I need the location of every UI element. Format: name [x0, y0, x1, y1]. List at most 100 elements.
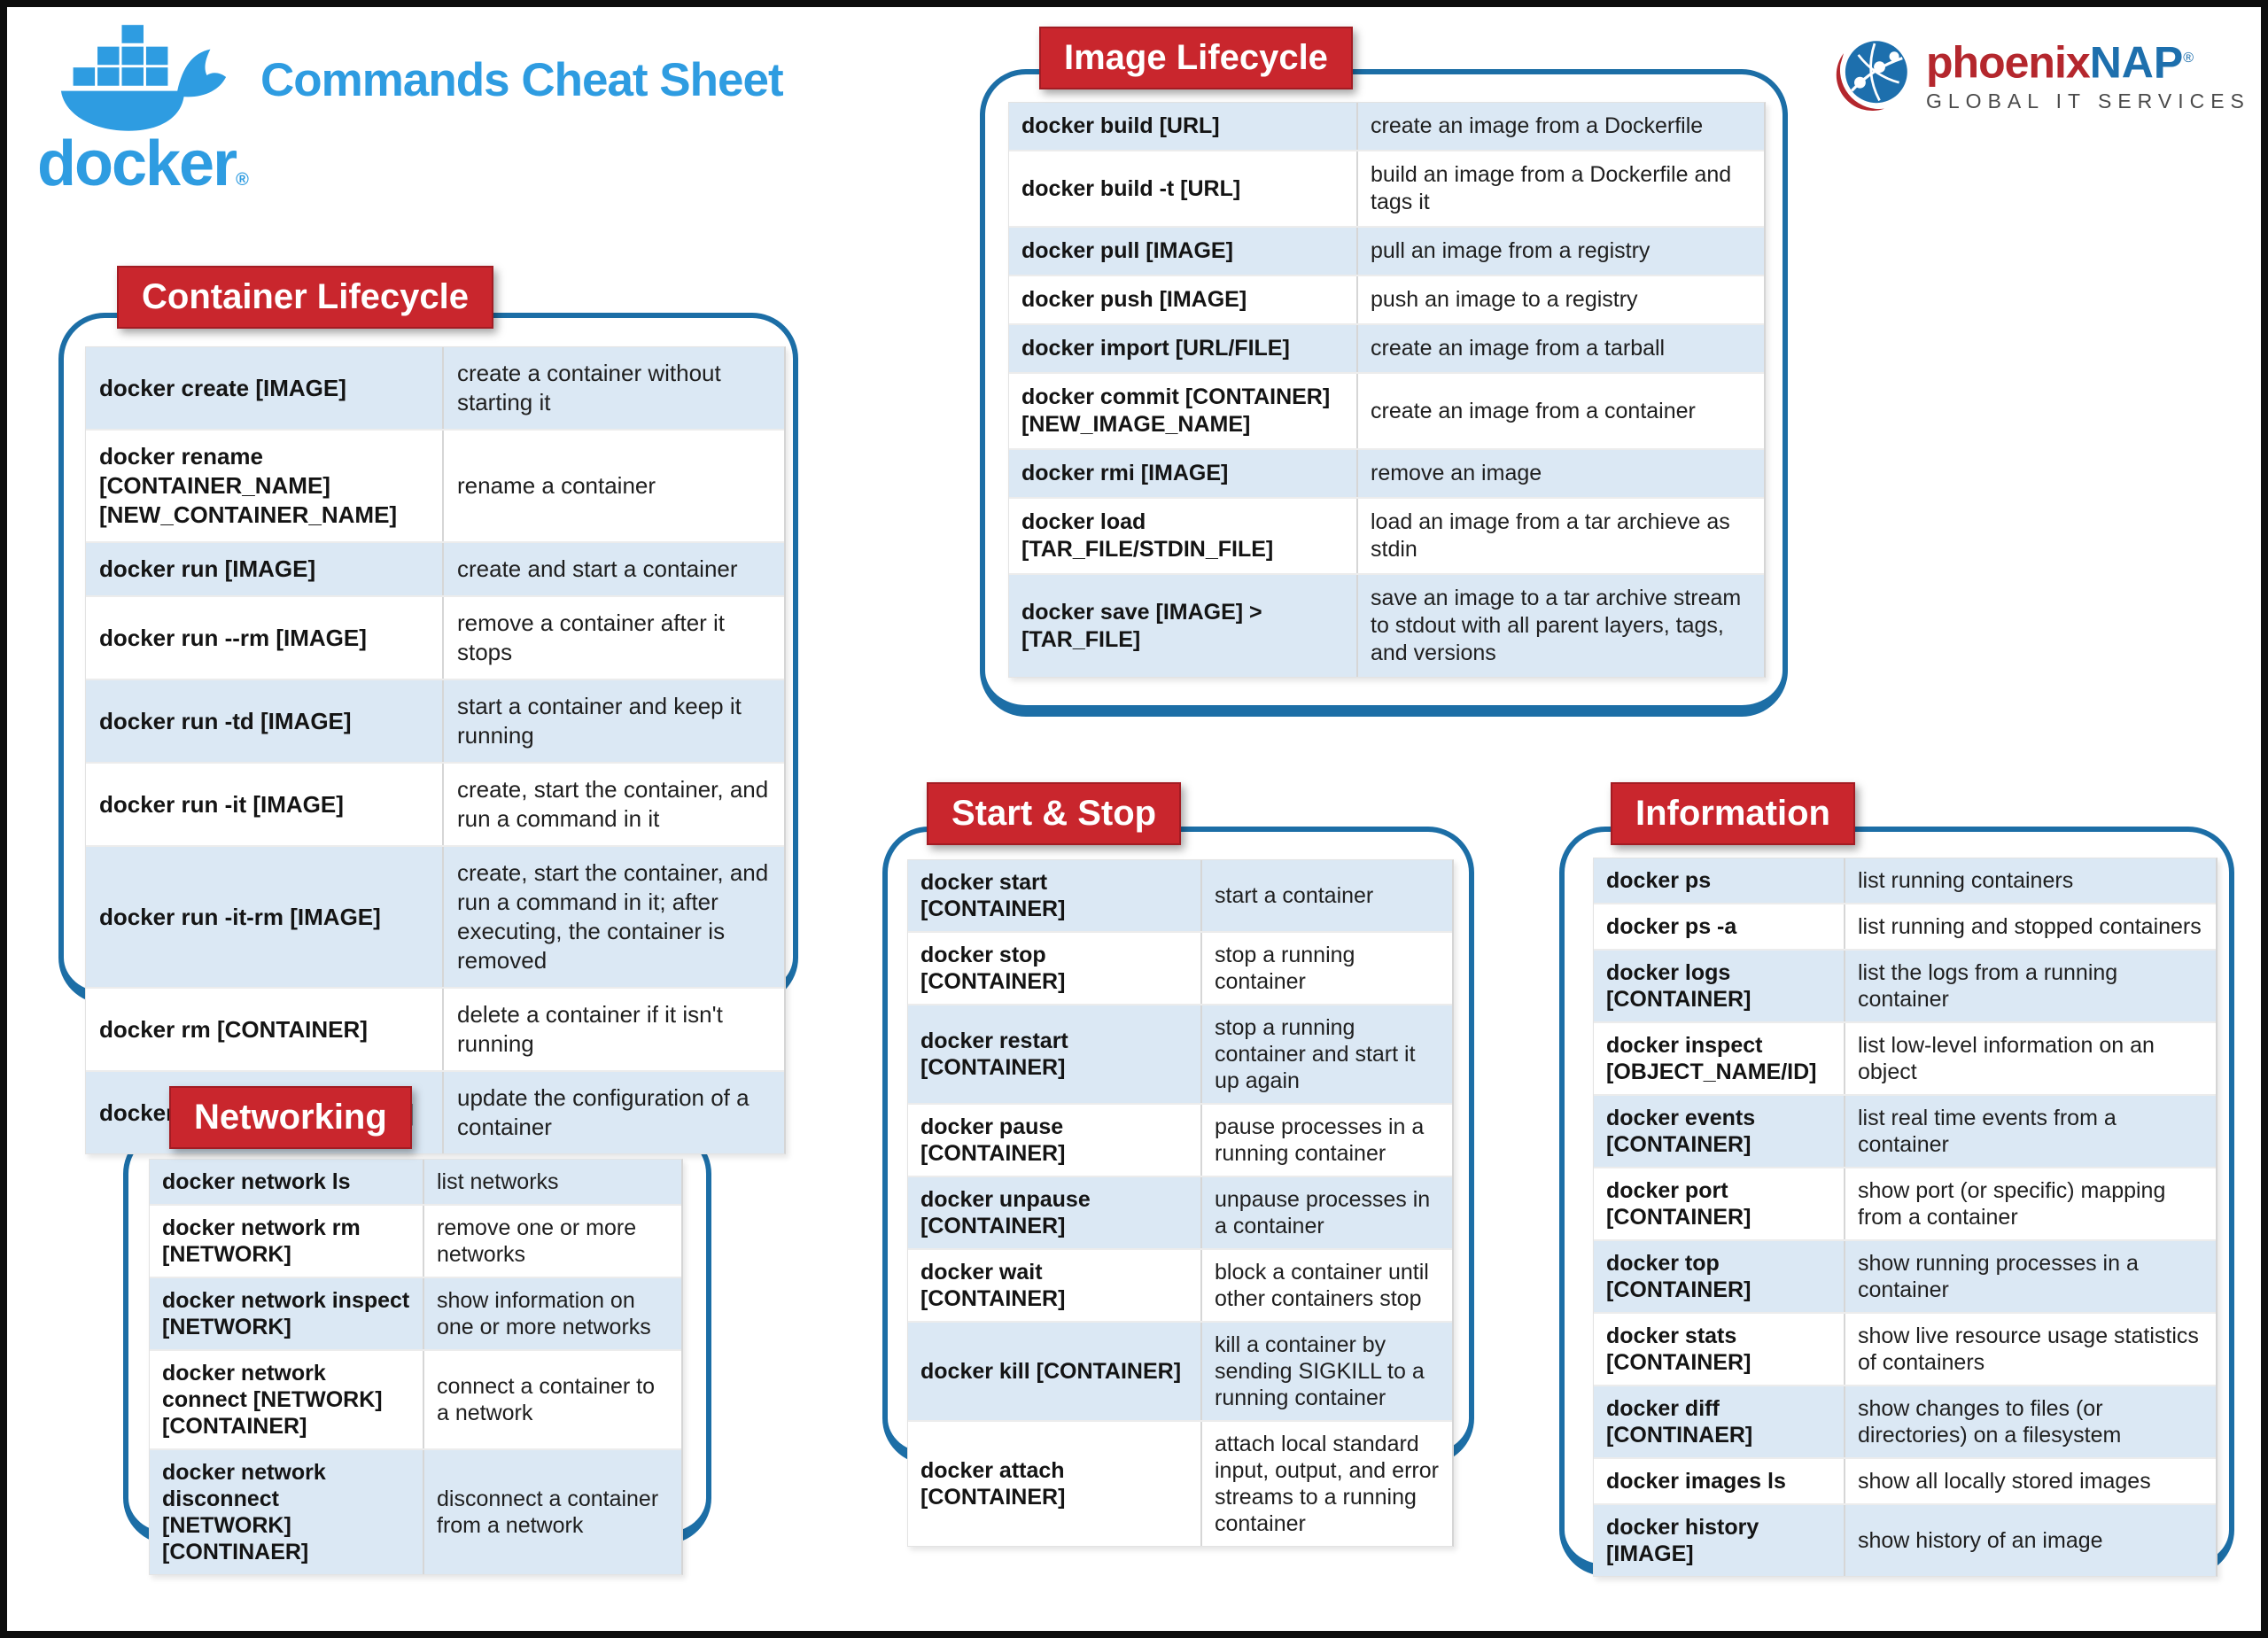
- description-cell: list the logs from a running container: [1844, 951, 2216, 1021]
- phoenixnap-logo: phoenixNAP® GLOBAL IT SERVICES: [1834, 30, 2250, 136]
- command-cell: docker logs [CONTAINER]: [1606, 960, 1751, 1012]
- description-cell: create and start a container: [442, 543, 784, 595]
- command-cell: docker rm [CONTAINER]: [99, 1015, 368, 1043]
- registered-mark: ®: [2183, 50, 2194, 66]
- command-cell: docker push [IMAGE]: [1021, 287, 1247, 312]
- section-badge-container-lifecycle: Container Lifecycle: [117, 266, 494, 329]
- description-cell: build an image from a Dockerfile and tag…: [1356, 151, 1764, 226]
- description-cell: show history of an image: [1844, 1505, 2216, 1576]
- command-cell: docker run -it [IMAGE]: [99, 790, 344, 818]
- docker-wordmark: docker®: [37, 128, 249, 199]
- table-row: docker stop [CONTAINER]stop a running co…: [908, 933, 1452, 1005]
- command-cell: docker import [URL/FILE]: [1021, 336, 1290, 361]
- description-cell: remove an image: [1356, 450, 1764, 497]
- description-cell: load an image from a tar archieve as std…: [1356, 499, 1764, 573]
- description-cell: rename a container: [442, 431, 784, 541]
- command-cell: docker run --rm [IMAGE]: [99, 624, 367, 651]
- table-row: docker network ls list networks: [150, 1160, 681, 1206]
- description-cell: start a container: [1200, 860, 1452, 931]
- description-cell: show all locally stored images: [1844, 1459, 2216, 1503]
- phoenixnap-wordmark: phoenixNAP® GLOBAL IT SERVICES: [1926, 35, 2250, 113]
- container-lifecycle-table: docker create [IMAGE] create a container …: [85, 346, 786, 1154]
- table-row: docker wait [CONTAINER]block a container…: [908, 1250, 1452, 1323]
- description-cell: show changes to files (or directories) o…: [1844, 1386, 2216, 1457]
- phoenix-text: phoenix: [1926, 37, 2091, 88]
- table-row: docker network disconnect [NETWORK] [CON…: [150, 1450, 681, 1574]
- command-cell: docker images ls: [1606, 1469, 1786, 1494]
- description-cell: show live resource usage statistics of c…: [1844, 1314, 2216, 1385]
- section-badge-start-stop: Start & Stop: [927, 782, 1182, 845]
- command-cell: docker stats [CONTAINER]: [1606, 1324, 1751, 1375]
- table-row: docker rmi [IMAGE]remove an image: [1009, 450, 1764, 499]
- description-cell: create an image from a container: [1356, 374, 1764, 448]
- command-cell: docker ps -a: [1606, 914, 1737, 939]
- command-cell: docker pause [CONTAINER]: [920, 1114, 1066, 1166]
- description-cell: attach local standard input, output, and…: [1200, 1422, 1452, 1546]
- table-row: docker kill [CONTAINER]kill a container …: [908, 1323, 1452, 1422]
- command-cell: docker top [CONTAINER]: [1606, 1251, 1751, 1302]
- description-cell: pause processes in a running container: [1200, 1105, 1452, 1176]
- table-row: docker diff [CONTINAER]show changes to f…: [1594, 1386, 2216, 1459]
- command-cell: docker network disconnect [NETWORK] [CON…: [162, 1460, 326, 1564]
- command-cell: docker pull [IMAGE]: [1021, 238, 1233, 263]
- description-cell: update the configuration of a container: [442, 1072, 784, 1153]
- command-cell: docker events [CONTAINER]: [1606, 1106, 1756, 1157]
- description-cell: create an image from a Dockerfile: [1356, 103, 1764, 150]
- docker-whale-icon: [60, 25, 227, 131]
- command-cell: docker save [IMAGE] > [TAR_FILE]: [1021, 599, 1262, 652]
- description-cell: unpause processes in a container: [1200, 1177, 1452, 1248]
- description-cell: disconnect a container from a network: [423, 1450, 681, 1574]
- command-cell: docker restart [CONTAINER]: [920, 1029, 1068, 1080]
- description-cell: create a container without starting it: [442, 347, 784, 429]
- command-cell: docker load [TAR_FILE/STDIN_FILE]: [1021, 509, 1274, 562]
- table-row: docker run -it-rm [IMAGE]create, start t…: [86, 847, 784, 989]
- command-cell: docker commit [CONTAINER] [NEW_IMAGE_NAM…: [1021, 384, 1331, 437]
- description-cell: list running containers: [1844, 858, 2216, 903]
- table-row: docker restart [CONTAINER]stop a running…: [908, 1005, 1452, 1105]
- table-row: docker pause [CONTAINER] pause processes …: [908, 1105, 1452, 1177]
- table-row: docker commit [CONTAINER] [NEW_IMAGE_NAM…: [1009, 374, 1764, 450]
- description-cell: list low-level information on an object: [1844, 1023, 2216, 1094]
- command-cell: docker ps: [1606, 868, 1712, 893]
- table-row: docker pull [IMAGE]pull an image from a …: [1009, 228, 1764, 276]
- section-badge-information: Information: [1611, 782, 1855, 845]
- description-cell: create, start the container, and run a c…: [442, 764, 784, 845]
- command-cell: docker port [CONTAINER]: [1606, 1178, 1751, 1230]
- description-cell: show running processes in a container: [1844, 1241, 2216, 1312]
- table-row: docker inspect [OBJECT_NAME/ID]list low-…: [1594, 1023, 2216, 1096]
- command-cell: docker network inspect [NETWORK]: [162, 1288, 410, 1339]
- command-cell: docker run -td [IMAGE]: [99, 707, 352, 734]
- nap-text: NAP: [2089, 37, 2184, 88]
- table-row: docker history [IMAGE]show history of an…: [1594, 1505, 2216, 1576]
- table-row: docker push [IMAGE] push an image to a re…: [1009, 276, 1764, 325]
- description-cell: list real time events from a container: [1844, 1096, 2216, 1167]
- description-cell: kill a container by sending SIGKILL to a…: [1200, 1323, 1452, 1420]
- command-cell: docker build -t [URL]: [1021, 175, 1241, 201]
- page-title: Commands Cheat Sheet: [260, 54, 784, 106]
- command-cell: docker create [IMAGE]: [99, 374, 346, 401]
- table-row: docker network inspect [NETWORK]show inf…: [150, 1278, 681, 1351]
- registered-mark: ®: [236, 170, 249, 190]
- description-cell: create, start the container, and run a c…: [442, 847, 784, 987]
- description-cell: list networks: [423, 1160, 681, 1204]
- table-row: docker stats [CONTAINER] show live resour…: [1594, 1314, 2216, 1386]
- table-row: docker run -it [IMAGE] create, start the …: [86, 764, 784, 847]
- table-row: docker ps -a list running and stopped con…: [1594, 904, 2216, 951]
- description-cell: list running and stopped containers: [1844, 904, 2216, 949]
- description-cell: push an image to a registry: [1356, 276, 1764, 323]
- table-row: docker events [CONTAINER] list real time …: [1594, 1096, 2216, 1168]
- section-badge-networking: Networking: [169, 1086, 412, 1149]
- command-cell: docker network ls: [162, 1169, 351, 1194]
- table-row: docker attach [CONTAINER]attach local st…: [908, 1422, 1452, 1546]
- table-row: docker images ls show all locally stored …: [1594, 1459, 2216, 1505]
- description-cell: delete a container if it isn't running: [442, 989, 784, 1070]
- description-cell: save an image to a tar archive stream to…: [1356, 575, 1764, 677]
- command-cell: docker stop [CONTAINER]: [920, 943, 1066, 994]
- table-row: docker start [CONTAINER]start a containe…: [908, 860, 1452, 933]
- table-row: docker run -td [IMAGE]start a container …: [86, 680, 784, 764]
- table-row: docker run --rm [IMAGE]remove a containe…: [86, 597, 784, 680]
- table-row: docker network rm [NETWORK]remove one or…: [150, 1206, 681, 1278]
